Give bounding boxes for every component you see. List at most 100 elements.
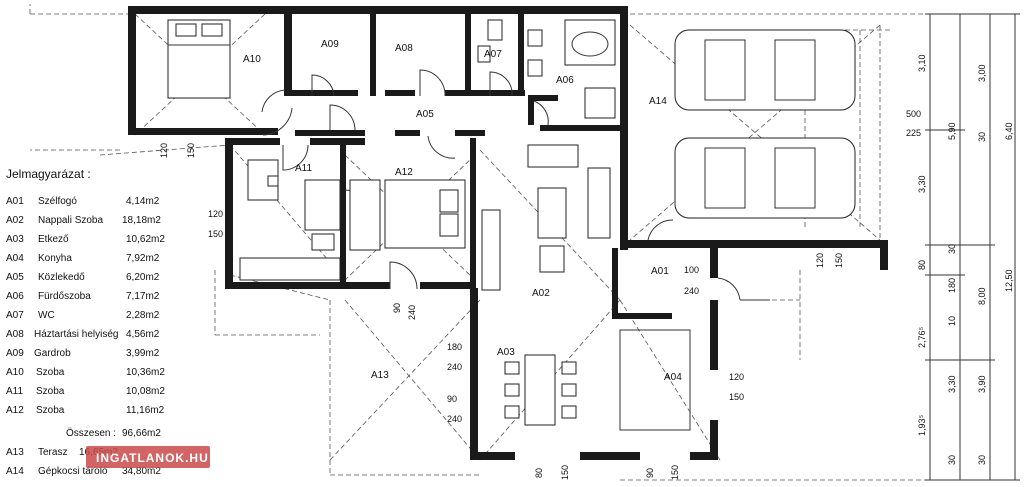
- dim-w-bottom-1-height: 150: [560, 465, 570, 480]
- legend-area: 10,36m2: [126, 367, 165, 378]
- dim-col2-2: 180: [947, 278, 957, 293]
- watermark-text: INGATLANOK.HU: [96, 451, 209, 465]
- legend-item: A05 Közlekedő 6,20m2: [6, 272, 160, 283]
- dim-col1-4: 1,93⁵: [917, 414, 927, 436]
- legend-item: A07 WC 2,28m2: [6, 310, 160, 321]
- dim-col3-0: 3,00: [977, 64, 987, 82]
- legend-code: A03: [6, 234, 24, 245]
- legend-code: A10: [6, 367, 24, 378]
- legend-item: A02 Nappali Szoba 18,18m2: [6, 215, 161, 226]
- room-label-a01: A01: [651, 266, 669, 277]
- legend-total-value: 96,66m2: [122, 428, 161, 439]
- dim-col1-3: 2,76⁵: [917, 326, 927, 348]
- legend-name: Etkező: [38, 234, 69, 245]
- room-label-a05: A05: [416, 109, 434, 120]
- legend-item: A10 Szoba 10,36m2: [6, 367, 165, 378]
- room-label-a08: A08: [395, 43, 413, 54]
- dim-col2-3: 10: [947, 316, 957, 326]
- legend-name: Szoba: [36, 405, 65, 416]
- dim-col1-0: 3,10: [917, 54, 927, 72]
- legend-code: A11: [6, 386, 23, 397]
- dim-d-a01-height: 240: [684, 286, 699, 296]
- dim-w-bottom-1-width: 80: [534, 468, 544, 478]
- legend-item: A01 Szélfogó 4,14m2: [6, 196, 160, 207]
- legend-area: 18,18m2: [122, 215, 161, 226]
- legend-code: A08: [6, 329, 24, 340]
- dim-col2-0: 5,90: [947, 122, 957, 140]
- room-label-a11: A11: [295, 163, 312, 174]
- legend-name: Gépkocsi tároló: [38, 466, 108, 477]
- dim-w-a11-height: 150: [208, 229, 223, 239]
- legend-code: A07: [6, 310, 24, 321]
- legend-area: 4,56m2: [126, 329, 160, 340]
- legend: Jelmagyarázat : A01 Szélfogó 4,14m2 A02 …: [6, 167, 165, 477]
- dimension-chains: 3,10 3,30 80 2,76⁵ 1,93⁵ 5,90 30 180 10 …: [917, 13, 1020, 481]
- room-label-a10: A10: [243, 54, 261, 65]
- legend-area: 4,14m2: [126, 196, 160, 207]
- dim-col4-1: 12,50: [1004, 269, 1014, 292]
- legend-extra-item: A14 Gépkocsi tároló 34,80m2: [6, 466, 161, 477]
- legend-area: 2,28m2: [126, 310, 160, 321]
- room-label-a03: A03: [497, 347, 515, 358]
- dim-col2-1: 30: [947, 244, 957, 254]
- room-label-a06: A06: [556, 75, 574, 86]
- dim-w-a04-width: 120: [729, 372, 744, 382]
- legend-name: WC: [38, 310, 55, 321]
- room-label-a13: A13: [371, 370, 389, 381]
- legend-name: Szélfogó: [38, 196, 77, 207]
- watermark-badge: [86, 446, 210, 468]
- legend-area: 7,17m2: [126, 291, 160, 302]
- dim-col3-2: 8,00: [977, 287, 987, 305]
- opening-labels: 120 150 120 150 90 240 120 150 100 240 1…: [159, 109, 921, 480]
- dim-garage-door-height: 225: [906, 128, 921, 138]
- dim-d-a03-top-height: 240: [447, 362, 462, 372]
- legend-name: Háztartási helyiség: [34, 329, 118, 340]
- legend-item: A04 Konyha 7,92m2: [6, 253, 160, 264]
- dim-w-a11-width: 120: [208, 209, 223, 219]
- room-label-a09: A09: [321, 39, 339, 50]
- dim-col3-3: 3,90: [977, 375, 987, 393]
- room-labels: A10 A09 A08 A07 A06 A05 A14 A11 A12 A02 …: [243, 39, 682, 383]
- furniture: [167, 19, 856, 426]
- legend-code: A04: [6, 253, 24, 264]
- legend-total-label: Összesen :: [66, 427, 116, 439]
- dim-w-bottom-2-height: 150: [670, 465, 680, 480]
- legend-area: 11,16m2: [126, 405, 165, 416]
- legend-area: 34,80m2: [122, 466, 161, 477]
- legend-item: A11 Szoba 10,08m2: [6, 386, 165, 397]
- dim-garage-door-width: 500: [906, 109, 921, 119]
- legend-code: A13: [6, 447, 24, 458]
- walls: [128, 6, 888, 460]
- legend-name: Nappali Szoba: [38, 215, 103, 226]
- dim-col2-4: 3,30: [947, 375, 957, 393]
- legend-code: A14: [6, 466, 24, 477]
- dim-d-a12-width: 90: [392, 303, 402, 313]
- dim-col3-4: 30: [977, 455, 987, 465]
- watermark: INGATLANOK.HU: [86, 446, 210, 468]
- dim-w-a04-height: 150: [729, 392, 744, 402]
- dim-w-garage-width: 120: [815, 253, 825, 268]
- dim-d-a01-width: 100: [684, 265, 699, 275]
- legend-name: Terasz: [38, 447, 67, 458]
- legend-code: A05: [6, 272, 24, 283]
- legend-name: Konyha: [38, 253, 72, 264]
- legend-item: A08 Háztartási helyiség 4,56m2: [6, 329, 160, 340]
- room-label-a12: A12: [395, 167, 413, 178]
- dim-col3-1: 30: [977, 132, 987, 142]
- legend-code: A06: [6, 291, 24, 302]
- legend-name: Szoba: [36, 386, 65, 397]
- legend-code: A12: [6, 405, 24, 416]
- dim-w-bottom-2-width: 90: [645, 468, 655, 478]
- legend-item: A12 Szoba 11,16m2: [6, 405, 165, 416]
- legend-code: A09: [6, 348, 24, 359]
- legend-name: Fürdőszoba: [38, 291, 91, 302]
- dim-col1-1: 3,30: [917, 175, 927, 193]
- legend-area: 10,08m2: [126, 386, 165, 397]
- legend-code: A01: [6, 196, 24, 207]
- legend-area: 10,62m2: [126, 234, 165, 245]
- dim-col1-2: 80: [917, 260, 927, 270]
- legend-area: 3,99m2: [126, 348, 160, 359]
- dim-d-a03-bot-width: 90: [447, 394, 457, 404]
- legend-area: 6,20m2: [126, 272, 160, 283]
